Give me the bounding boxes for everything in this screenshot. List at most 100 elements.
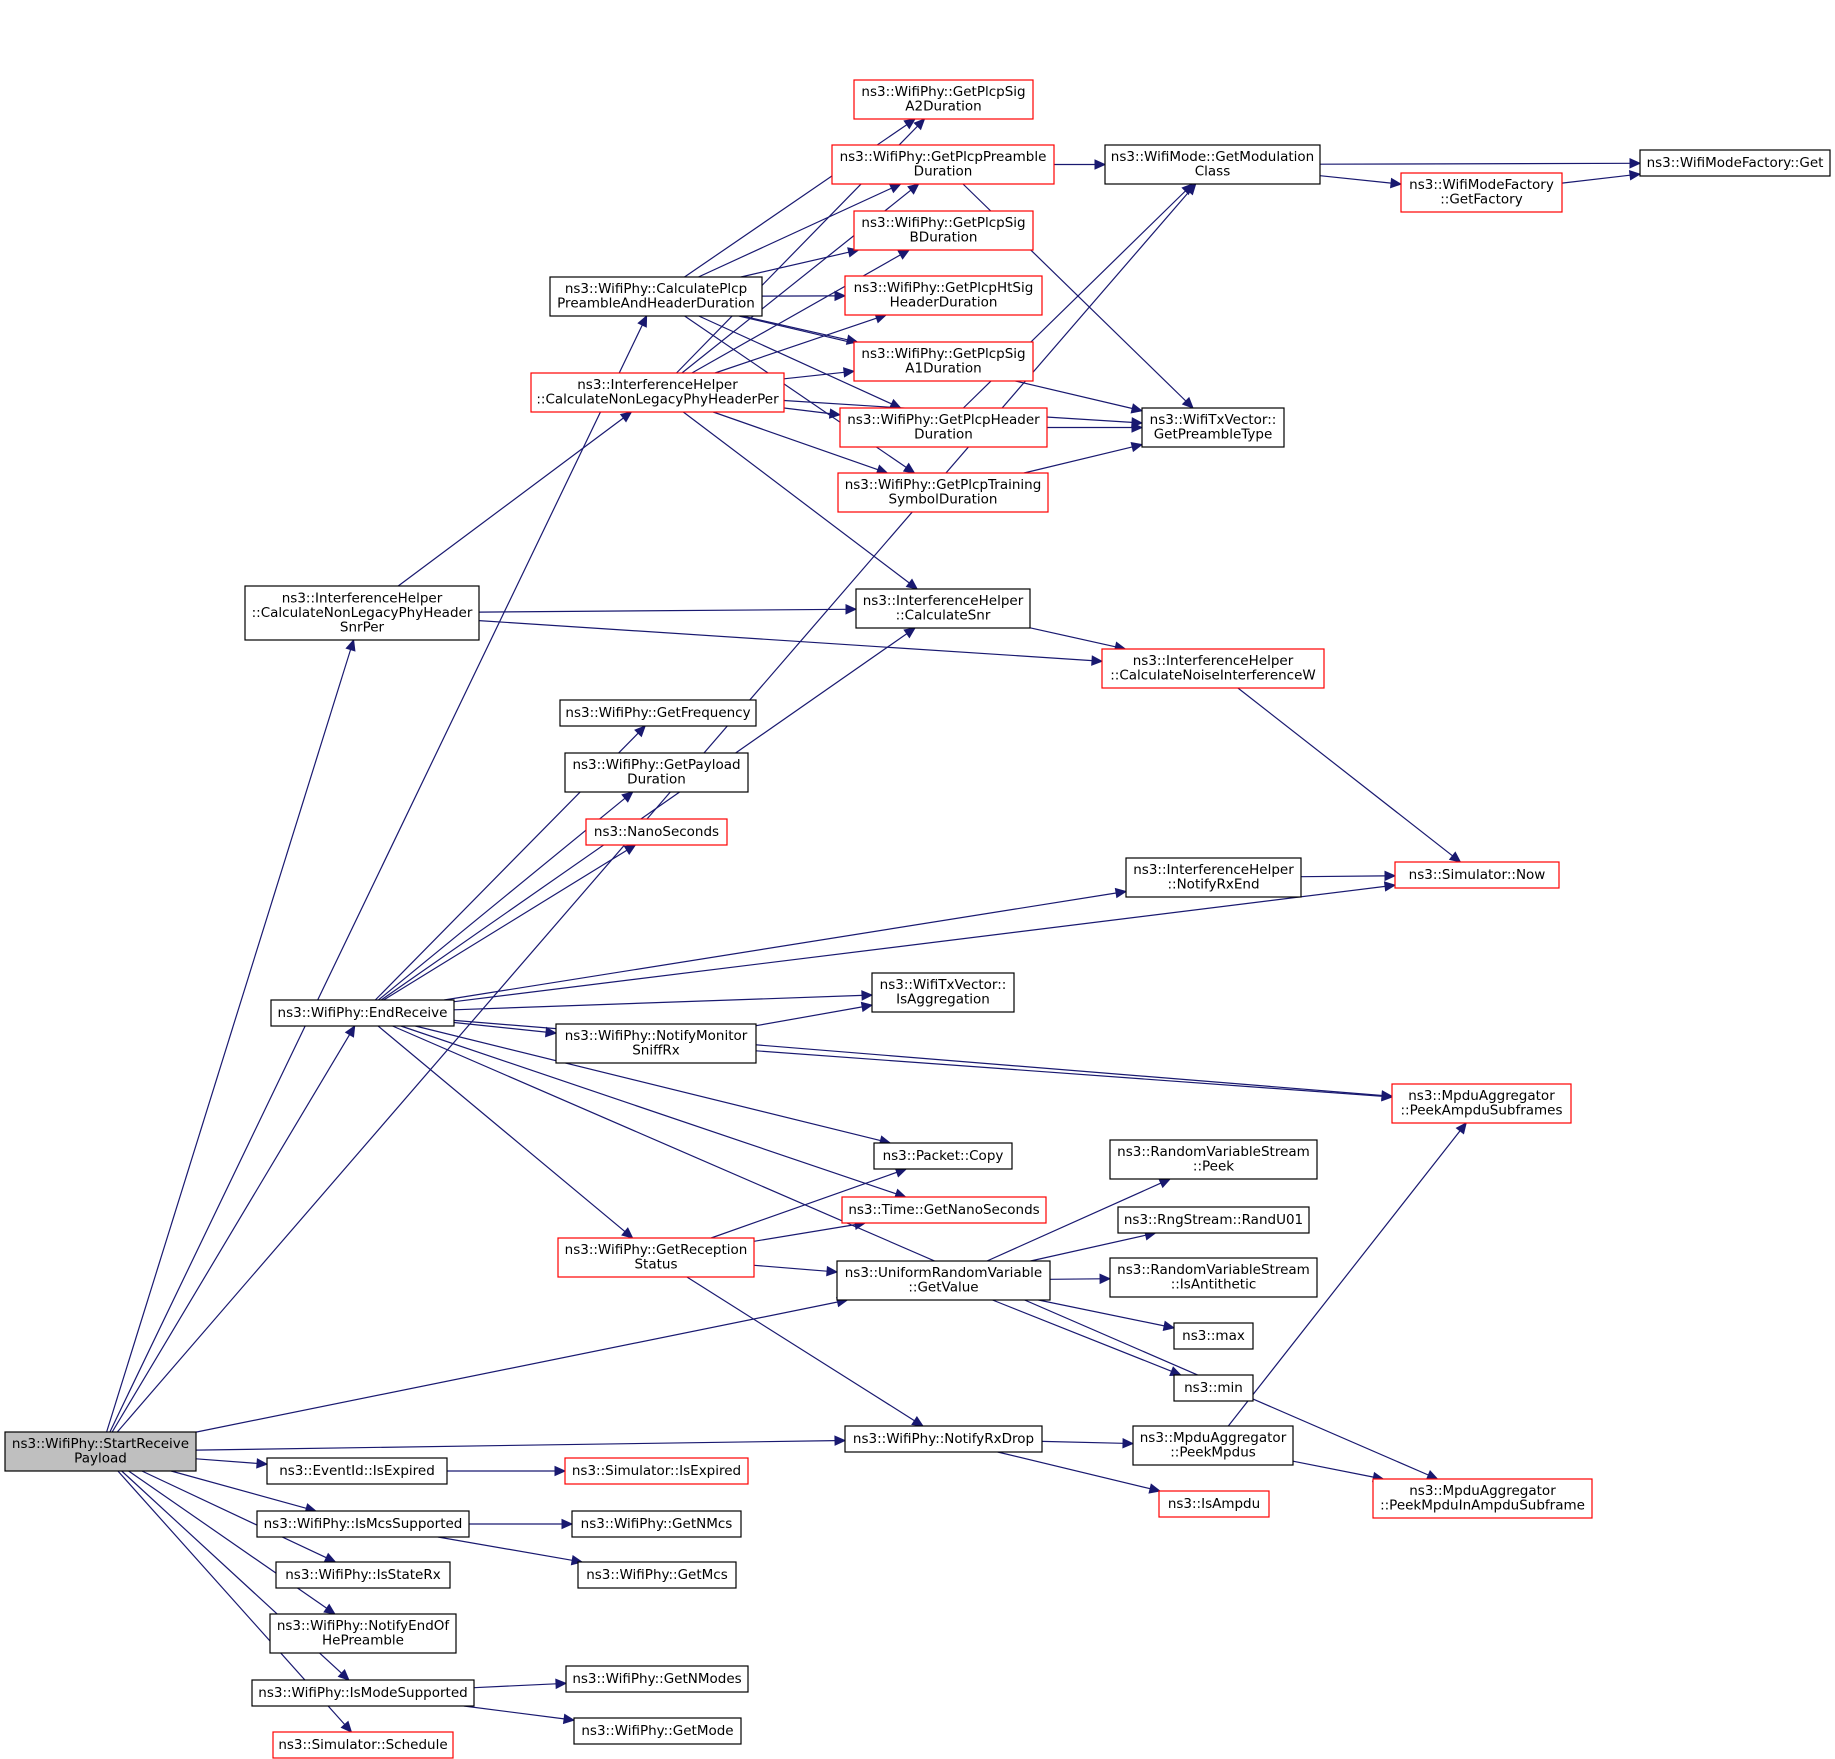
node-factGet[interactable]: ns3::WifiModeFactory::Get: [1639, 149, 1831, 177]
node-getFreq[interactable]: ns3::WifiPhy::GetFrequency: [559, 699, 757, 727]
edge-arrowhead: [340, 1720, 353, 1733]
edge-arrowhead: [826, 1265, 839, 1277]
node-getFactory[interactable]: ns3::WifiModeFactory::GetFactory: [1400, 172, 1563, 213]
node-label-line: ns3::WifiMode::GetModulation: [1111, 149, 1314, 165]
node-ihNonLegacySnrPer[interactable]: ns3::InterferenceHelper::CalculateNonLeg…: [244, 585, 480, 641]
node-isAmpdu[interactable]: ns3::IsAmpdu: [1158, 1490, 1270, 1518]
edge-line: [1029, 627, 1116, 648]
edge-line: [463, 1705, 565, 1720]
node-max[interactable]: ns3::max: [1173, 1322, 1254, 1350]
node-endReceive[interactable]: ns3::WifiPhy::EndReceive: [270, 999, 455, 1027]
node-box: [1158, 1490, 1270, 1518]
node-box: [256, 1510, 470, 1538]
node-box: [1141, 407, 1285, 448]
node-getMcs[interactable]: ns3::WifiPhy::GetMcs: [577, 1561, 737, 1589]
node-label-line: ns3::WifiTxVector::: [880, 977, 1007, 993]
node-training[interactable]: ns3::WifiPhy::GetPlcpTrainingSymbolDurat…: [837, 472, 1049, 513]
node-getNModes[interactable]: ns3::WifiPhy::GetNModes: [565, 1665, 749, 1693]
edge-arrowhead: [913, 118, 926, 131]
node-label-line: ::Peek: [1193, 1159, 1234, 1175]
edge-ihNonLegacySnrPer-to-calcSnr: [478, 604, 858, 615]
node-peekInAmpdu[interactable]: ns3::MpduAggregator::PeekMpduInAmpduSubf…: [1372, 1478, 1593, 1519]
edge-endReceive-to-recStatus: [377, 1025, 634, 1239]
node-isAggr[interactable]: ns3::WifiTxVector::IsAggregation: [871, 972, 1015, 1013]
edge-urvGetValue-to-min: [992, 1299, 1182, 1377]
node-mcsSupported[interactable]: ns3::WifiPhy::IsMcsSupported: [256, 1510, 470, 1538]
node-notifyRxEnd[interactable]: ns3::InterferenceHelper::NotifyRxEnd: [1125, 857, 1302, 898]
node-noiseW[interactable]: ns3::InterferenceHelper::CalculateNoiseI…: [1101, 648, 1325, 689]
edge-arrowhead: [1425, 1469, 1439, 1480]
node-box: [837, 472, 1049, 513]
node-ihNonLegacyPer[interactable]: ns3::InterferenceHelper::CalculateNonLeg…: [530, 372, 785, 413]
node-box: [1109, 1139, 1318, 1180]
edge-urvGetValue-to-max: [1038, 1299, 1176, 1331]
node-box: [1101, 648, 1325, 689]
node-modeSupported[interactable]: ns3::WifiPhy::IsModeSupported: [251, 1679, 475, 1707]
edge-modeSupported-to-getNModes: [473, 1678, 568, 1690]
edge-arrowhead: [323, 1603, 336, 1615]
node-box: [1400, 172, 1563, 213]
node-isAntithetic[interactable]: ns3::RandomVariableStream::IsAntithetic: [1109, 1257, 1318, 1298]
edge-line: [1237, 687, 1453, 857]
edge-arrowhead: [562, 1713, 576, 1725]
node-rvsPeek[interactable]: ns3::RandomVariableStream::Peek: [1109, 1139, 1318, 1180]
edge-line: [714, 317, 877, 374]
node-peekMpdus[interactable]: ns3::MpduAggregator::PeekMpdus: [1132, 1425, 1294, 1466]
node-getNMcs[interactable]: ns3::WifiPhy::GetNMcs: [571, 1510, 742, 1538]
edge-line: [377, 1025, 626, 1233]
node-preambleType[interactable]: ns3::WifiTxVector::GetPreambleType: [1141, 407, 1285, 448]
edge-arrowhead: [1383, 881, 1397, 892]
edge-start-to-eventExpired: [195, 1458, 269, 1469]
node-box: [564, 752, 749, 793]
node-notifyRxDrop[interactable]: ns3::WifiPhy::NotifyRxDrop: [844, 1425, 1043, 1453]
edge-ihNonLegacyPer-to-calcSnr: [682, 411, 919, 590]
node-label-line: ns3::WifiPhy::GetReception: [565, 1242, 748, 1258]
node-peekSubframes[interactable]: ns3::MpduAggregator::PeekAmpduSubframes: [1391, 1083, 1572, 1124]
node-simExpired[interactable]: ns3::Simulator::IsExpired: [564, 1457, 749, 1485]
node-label-line: A2Duration: [905, 99, 981, 115]
node-label-line: Duration: [627, 772, 686, 788]
edge-endReceive-to-notifyRxEnd: [444, 887, 1128, 1001]
node-eventExpired[interactable]: ns3::EventId::IsExpired: [266, 1457, 448, 1485]
edge-line: [478, 608, 847, 613]
node-box: [244, 585, 480, 641]
node-calcPlcp[interactable]: ns3::WifiPhy::CalculatePlcpPreambleAndHe…: [549, 276, 763, 317]
edge-arrowhead: [903, 627, 916, 639]
node-label-line: SnrPer: [340, 619, 385, 635]
node-label-line: SymbolDuration: [889, 492, 998, 508]
node-label-line: ns3::MpduAggregator: [1408, 1088, 1555, 1104]
node-urvGetValue[interactable]: ns3::UniformRandomVariable::GetValue: [836, 1260, 1051, 1301]
node-label-line: ns3::Simulator::IsExpired: [572, 1463, 741, 1479]
node-randU01[interactable]: ns3::RngStream::RandU01: [1117, 1206, 1310, 1234]
node-min[interactable]: ns3::min: [1173, 1374, 1254, 1402]
edge-line: [753, 1264, 828, 1272]
node-label-line: ns3::WifiPhy::GetPlcpSig: [861, 215, 1025, 231]
node-nanoSec[interactable]: ns3::NanoSeconds: [585, 818, 728, 846]
edge-arrowhead: [345, 638, 356, 652]
node-simNow[interactable]: ns3::Simulator::Now: [1394, 861, 1560, 889]
node-label-line: ns3::WifiPhy::NotifyMonitor: [565, 1028, 748, 1044]
node-pktCopy[interactable]: ns3::Packet::Copy: [873, 1142, 1013, 1170]
edge-line: [713, 411, 879, 471]
node-schedule[interactable]: ns3::Simulator::Schedule: [272, 1731, 454, 1759]
node-box: [530, 372, 785, 413]
edge-modClass-to-factGet: [1319, 158, 1642, 169]
node-isStateRx[interactable]: ns3::WifiPhy::IsStateRx: [275, 1561, 451, 1589]
node-getMode[interactable]: ns3::WifiPhy::GetMode: [573, 1717, 742, 1745]
node-label-line: ns3::WifiPhy::IsMcsSupported: [264, 1516, 463, 1532]
node-timeNano[interactable]: ns3::Time::GetNanoSeconds: [841, 1196, 1047, 1224]
node-label-line: A1Duration: [905, 361, 981, 377]
node-calcSnr[interactable]: ns3::InterferenceHelper::CalculateSnr: [855, 588, 1031, 629]
